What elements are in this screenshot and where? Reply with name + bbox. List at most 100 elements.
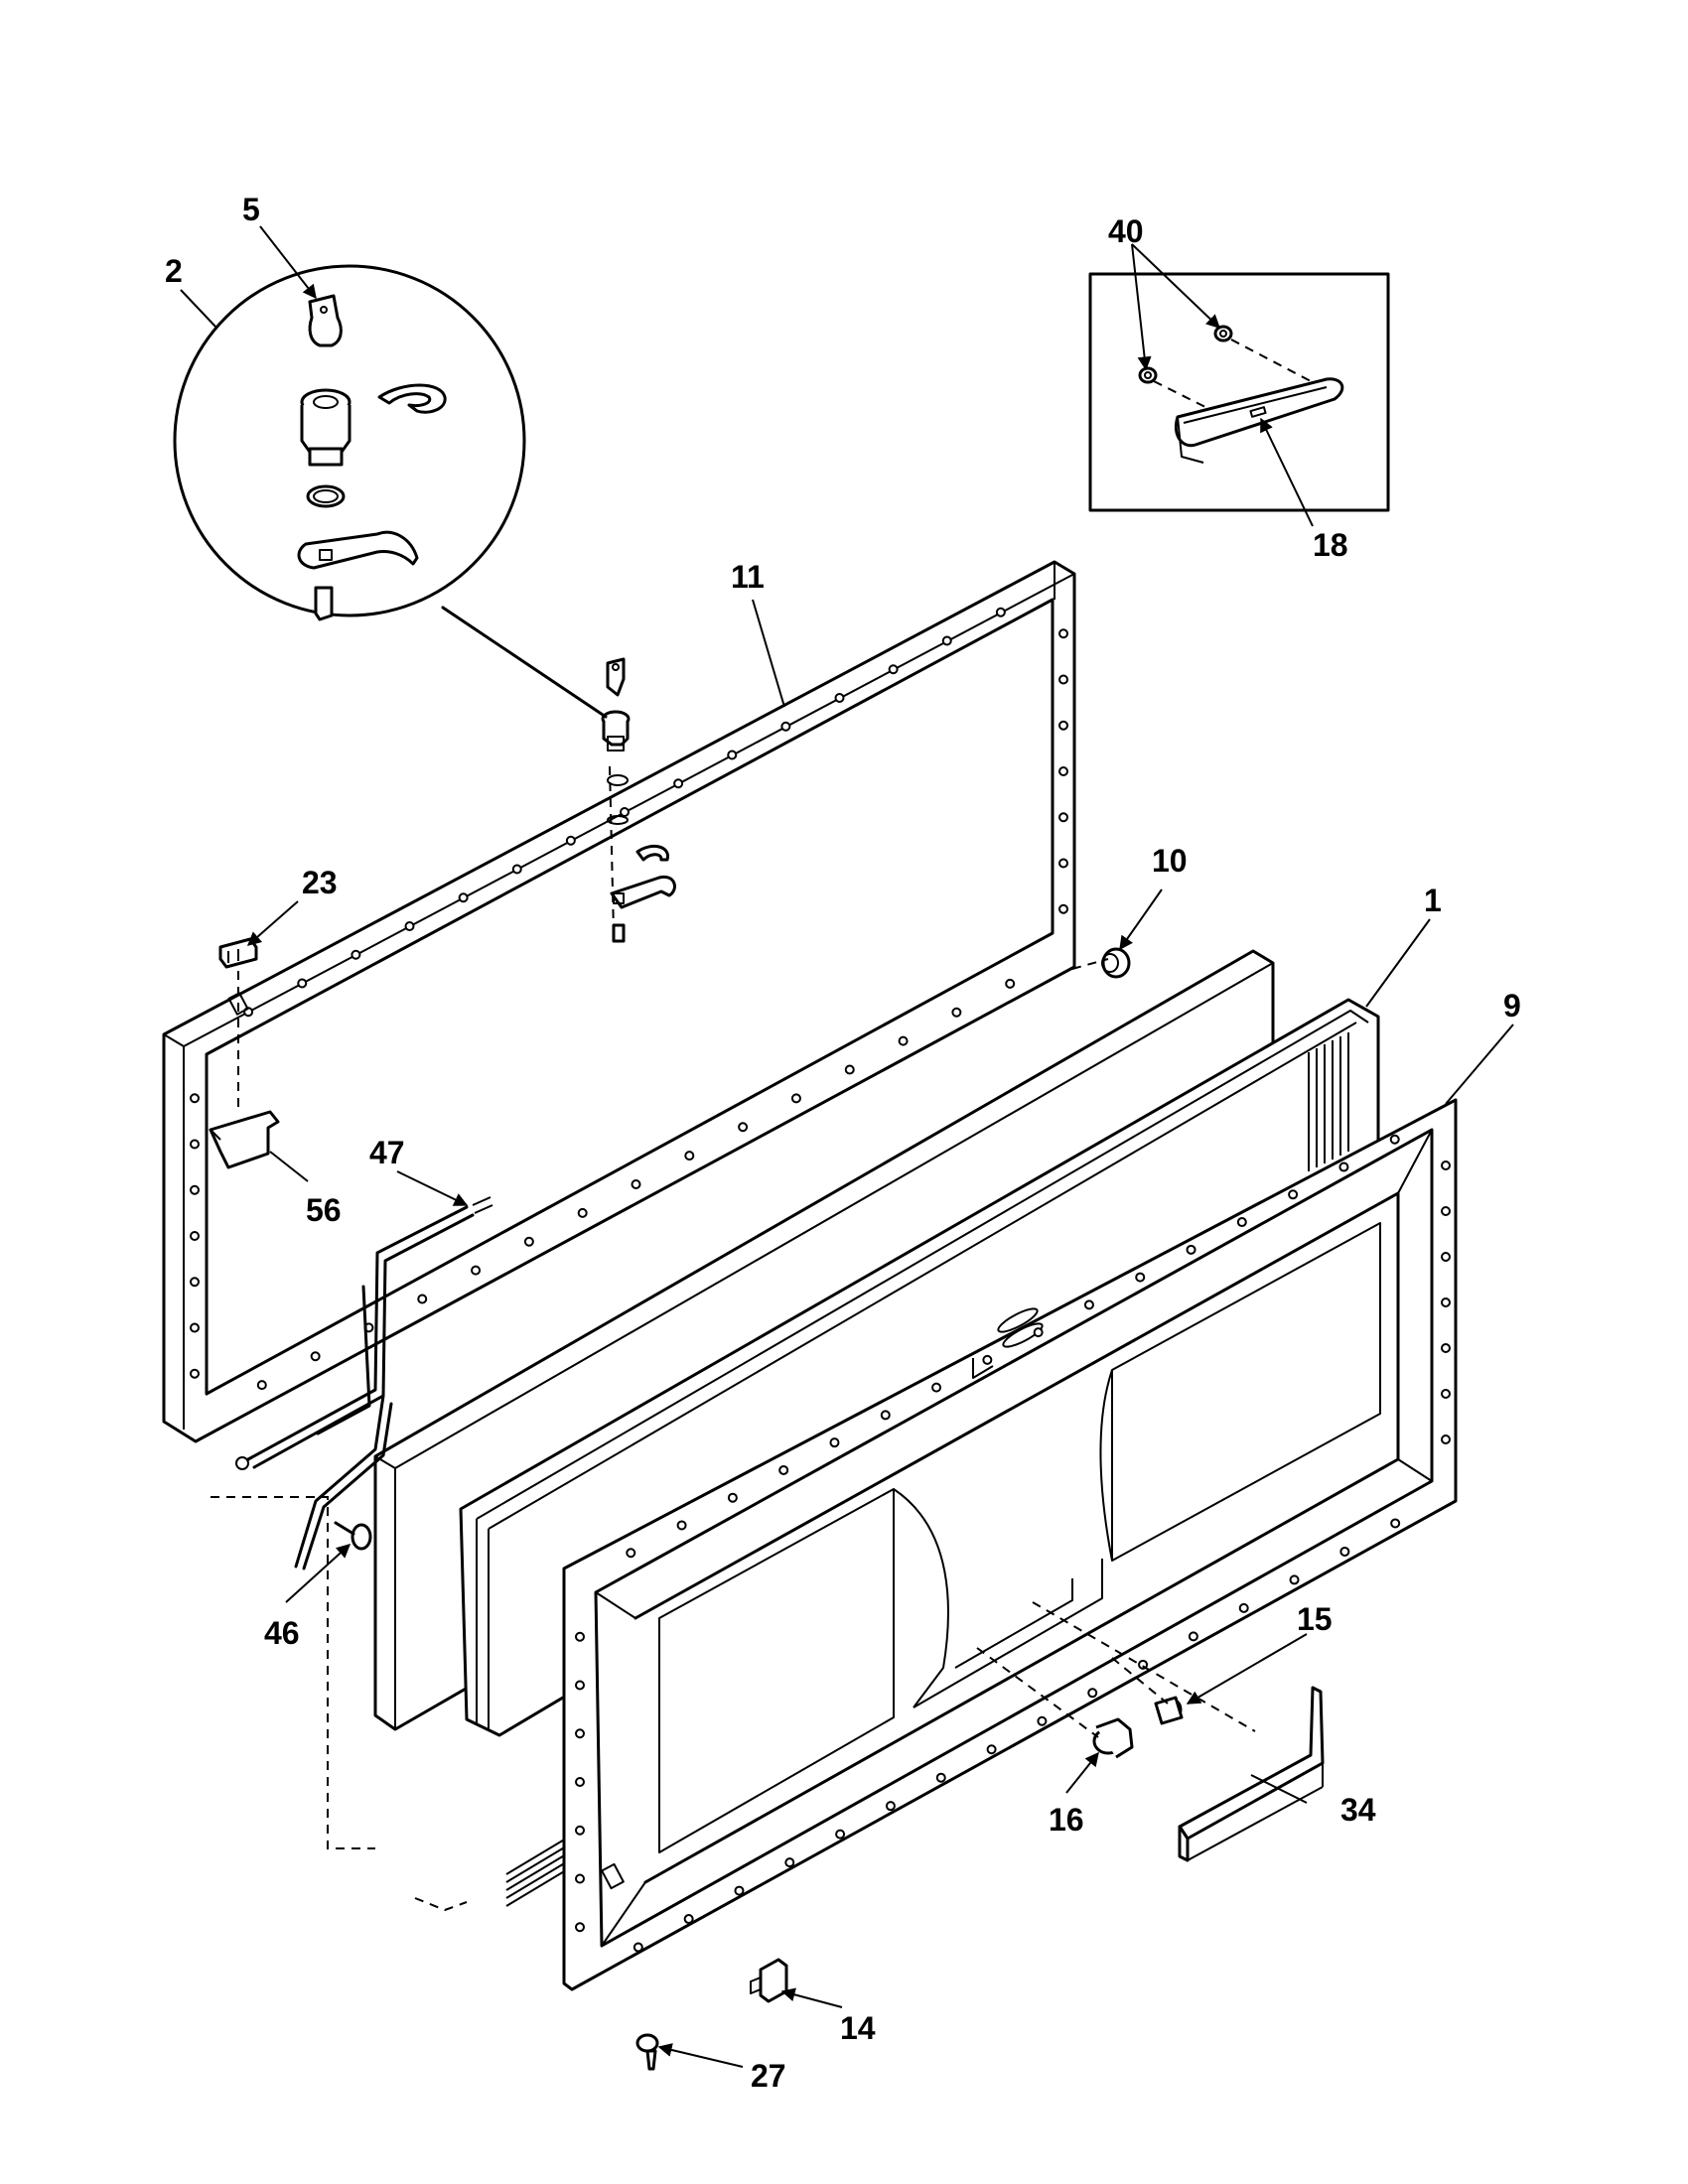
screw-hole bbox=[190, 1139, 200, 1150]
part-label-56: 56 bbox=[306, 1192, 342, 1228]
screw-hole bbox=[673, 778, 684, 789]
screw-hole bbox=[190, 1184, 200, 1195]
screw-hole bbox=[190, 1231, 200, 1241]
screw-hole bbox=[1441, 1343, 1451, 1353]
screw-hole bbox=[1058, 766, 1068, 776]
screw-hole bbox=[1087, 1688, 1098, 1699]
screw-hole bbox=[1058, 720, 1068, 731]
leader-lines bbox=[180, 225, 1514, 2068]
part-label-46: 46 bbox=[264, 1615, 300, 1651]
screw-hole bbox=[1238, 1602, 1249, 1613]
part-label-27: 27 bbox=[751, 2058, 786, 2094]
screw-hole bbox=[780, 721, 791, 732]
screw-hole bbox=[190, 1093, 200, 1104]
screw-hole bbox=[575, 1631, 585, 1642]
screw-hole bbox=[1441, 1434, 1451, 1444]
screw-hole bbox=[888, 664, 899, 675]
screw-hole bbox=[982, 1354, 993, 1365]
screw-hole bbox=[734, 1885, 745, 1896]
part-label-1: 1 bbox=[1424, 883, 1442, 918]
screw-hole bbox=[683, 1914, 694, 1925]
screw-hole bbox=[1389, 1134, 1400, 1145]
screw-hole bbox=[523, 1236, 534, 1247]
screw-hole bbox=[941, 635, 952, 646]
screw-hole bbox=[1083, 1299, 1094, 1310]
handle-trim-34 bbox=[1178, 1686, 1325, 1862]
screw-hole bbox=[885, 1801, 896, 1812]
screw-hole bbox=[1390, 1518, 1401, 1529]
screw-hole bbox=[986, 1744, 997, 1755]
screw-hole bbox=[1188, 1631, 1198, 1642]
screw-hole bbox=[256, 1380, 267, 1391]
screw-hole bbox=[931, 1382, 942, 1393]
door-frame bbox=[162, 560, 1076, 1443]
screw-hole bbox=[471, 1265, 482, 1276]
part-label-16: 16 bbox=[1049, 1802, 1084, 1838]
screw-hole bbox=[575, 1825, 585, 1836]
screw-hole bbox=[1289, 1574, 1300, 1585]
screw-hole bbox=[577, 1207, 588, 1218]
bracket-56 bbox=[209, 1110, 280, 1169]
screw-hole bbox=[351, 949, 361, 960]
screw-hole bbox=[511, 864, 522, 875]
screw-hole bbox=[778, 1464, 789, 1475]
screw-hole bbox=[1058, 628, 1068, 639]
screw-hole bbox=[880, 1410, 891, 1421]
part-label-14: 14 bbox=[840, 2010, 876, 2046]
screw-hole bbox=[1339, 1546, 1350, 1557]
screw-hole bbox=[575, 1728, 585, 1739]
screw-hole bbox=[1441, 1252, 1451, 1262]
clip-23 bbox=[218, 937, 258, 1016]
screw-hole bbox=[631, 1179, 641, 1189]
part-label-18: 18 bbox=[1313, 527, 1348, 563]
screw-hole bbox=[834, 693, 845, 703]
screw-hole bbox=[417, 1294, 428, 1304]
screw-hole bbox=[995, 607, 1006, 617]
assembly-lines bbox=[211, 765, 1256, 1912]
switch-14 bbox=[750, 1958, 788, 2003]
screw-hole bbox=[727, 750, 738, 760]
screw-hole bbox=[1288, 1189, 1299, 1200]
part-label-23: 23 bbox=[302, 865, 338, 900]
screw-hole bbox=[1338, 1161, 1349, 1172]
liner-vent-left bbox=[505, 1838, 567, 1907]
screw-hole bbox=[633, 1942, 643, 1953]
screw-hole bbox=[1058, 903, 1068, 914]
screw-hole bbox=[951, 1007, 962, 1018]
front-lock-parts bbox=[1092, 1696, 1184, 1759]
part-label-5: 5 bbox=[242, 192, 260, 227]
screw-hole bbox=[1441, 1160, 1451, 1170]
screw-hole bbox=[1186, 1244, 1196, 1255]
part-label-15: 15 bbox=[1297, 1601, 1333, 1637]
screw-hole bbox=[310, 1351, 321, 1362]
screw-27 bbox=[635, 2033, 659, 2071]
part-label-40: 40 bbox=[1108, 213, 1144, 249]
screw-hole bbox=[727, 1492, 738, 1503]
screw-hole bbox=[1005, 978, 1016, 989]
screw-hole bbox=[829, 1437, 840, 1448]
screw-hole bbox=[835, 1829, 846, 1840]
part-label-34: 34 bbox=[1340, 1792, 1376, 1828]
screw-hole bbox=[404, 921, 415, 931]
screw-hole bbox=[620, 807, 630, 817]
part-label-11: 11 bbox=[731, 559, 765, 595]
screw-hole bbox=[565, 835, 576, 846]
screw-hole bbox=[1033, 1327, 1044, 1338]
heater-wire bbox=[235, 1196, 493, 1570]
screw-hole bbox=[575, 1680, 585, 1691]
door-gasket-liner bbox=[562, 1098, 1458, 1991]
handle-inset-box bbox=[1088, 272, 1390, 512]
screw-hole bbox=[1441, 1389, 1451, 1399]
screw-hole bbox=[190, 1322, 200, 1333]
part-label-2: 2 bbox=[165, 253, 183, 289]
part-labels: 5 2 40 18 11 23 10 1 9 47 56 46 15 16 34… bbox=[165, 192, 1521, 2094]
lock-assembly bbox=[601, 657, 676, 943]
liner-vent-right bbox=[1308, 1032, 1349, 1171]
screw-hole bbox=[898, 1035, 909, 1046]
screw-hole bbox=[297, 978, 308, 989]
part-label-10: 10 bbox=[1152, 843, 1188, 879]
screw-hole bbox=[676, 1520, 687, 1531]
screw-hole bbox=[190, 1368, 200, 1379]
screw-hole bbox=[1441, 1297, 1451, 1307]
screw-hole bbox=[684, 1151, 695, 1161]
